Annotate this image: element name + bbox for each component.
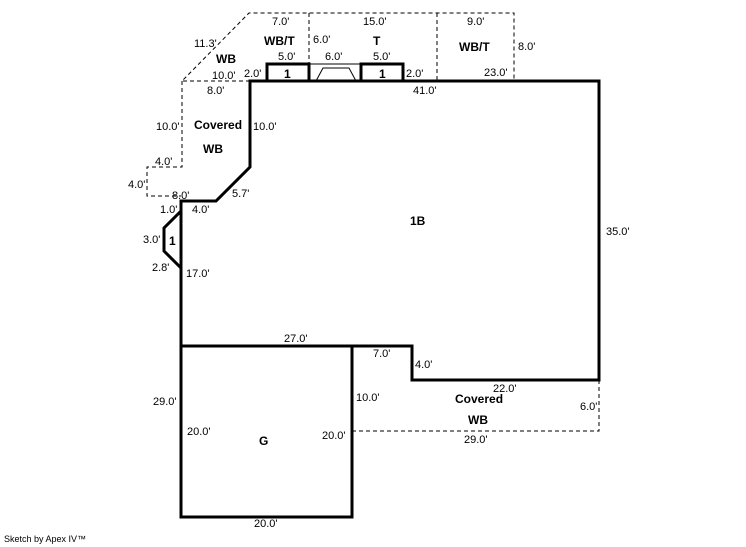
main-house-outline [162,79,601,382]
dim-label: 8.0' [518,41,535,53]
dim-label: 5.0' [278,51,295,63]
dim-label: 2.0' [406,68,423,80]
dim-label: 20.0' [322,430,346,442]
covered-left-outline [146,81,183,197]
area-label-t: T [373,34,381,48]
dim-label: 22.0' [493,383,517,395]
area-label-garage: G [259,434,268,448]
dim-label: 7.0' [373,348,390,360]
dim-label: 20.0' [187,426,211,438]
dim-label: 4.0' [128,179,145,191]
dim-label: 2.8' [152,262,169,274]
dim-label: 10.0' [253,121,277,133]
dim-label: 3.0' [143,234,160,246]
dim-label: 20.0' [254,518,278,530]
dim-label: 29.0' [464,434,488,446]
dim-label: 17.0' [186,268,210,280]
dim-label: 6.0' [580,401,597,413]
area-label-covered-bottom: Covered [455,392,503,406]
dim-label: 29.0' [153,396,177,408]
area-label-box-left: 1 [284,67,291,81]
dim-label: 9.0' [467,16,484,28]
dim-label: 4.0' [192,204,209,216]
dim-label: 15.0' [363,16,387,28]
area-label-1b: 1B [410,214,426,228]
dim-label: 5.0' [373,51,390,63]
garage-outline [179,344,354,519]
dim-label: 10.0' [212,70,236,82]
dim-label: 8.0' [207,85,224,97]
covered-bottom-outline [352,380,600,432]
dim-label: 4.0' [415,359,432,371]
dim-label: 5.7' [232,188,249,200]
dim-label: 35.0' [606,226,630,238]
dim-label: 27.0' [284,333,308,345]
top-box-left [265,62,311,83]
dim-label: 2.0' [244,68,261,80]
area-label-wb-top: WB [216,52,236,66]
area-label-covered-left: Covered [194,118,242,132]
dim-label: 6.0' [325,51,342,63]
area-label-wbt-left: WB/T [264,34,295,48]
stair-icon [315,67,357,82]
dim-label: 7.0' [272,16,289,28]
porch-top-outline [180,12,515,82]
dim-label: 23.0' [484,67,508,79]
area-label-bay: 1 [169,234,176,248]
dim-label: 6.0' [313,34,330,46]
sketch-credit: Sketch by Apex IV™ [4,534,87,544]
dim-label: 1.0' [160,204,177,216]
top-box-right [359,62,405,83]
dim-label: 10.0' [356,392,380,404]
area-label-wbt-right: WB/T [459,40,490,54]
area-label-wb-left: WB [203,142,223,156]
dim-label: 4.0' [155,156,172,168]
dim-label: 10.0' [156,121,180,133]
dim-label: 8.0' [172,190,189,202]
area-label-wb-bottom: WB [468,413,488,427]
area-label-box-right: 1 [379,67,386,81]
dim-label: 11.3' [194,38,217,50]
dim-label: 41.0' [413,85,437,97]
